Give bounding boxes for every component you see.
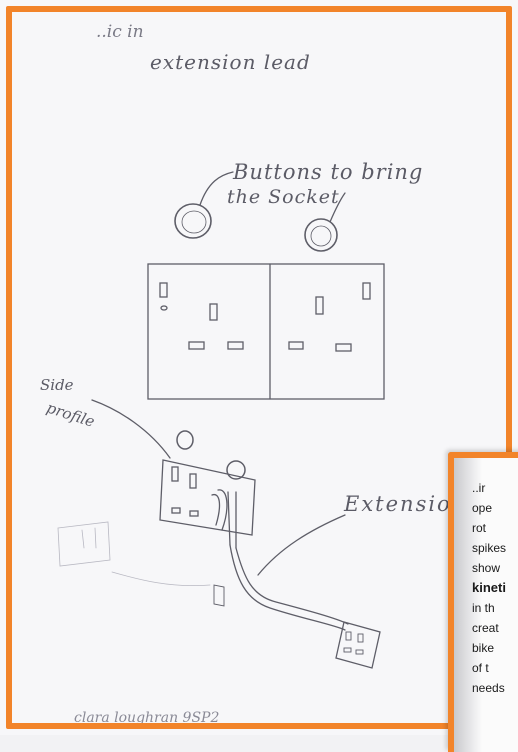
orange-frame bbox=[6, 6, 512, 729]
sheet2-line: ope bbox=[472, 498, 506, 518]
second-sheet-text: ..ir ope rot spikes show kineti in th cr… bbox=[472, 478, 506, 698]
sheet2-line: rot bbox=[472, 518, 506, 538]
sheet2-line: ..ir bbox=[472, 478, 506, 498]
second-sheet: ..ir ope rot spikes show kineti in th cr… bbox=[448, 452, 518, 752]
sheet2-line: needs bbox=[472, 678, 506, 698]
sheet2-line: of t bbox=[472, 658, 506, 678]
sheet2-line: bike bbox=[472, 638, 506, 658]
sheet2-line: spikes bbox=[472, 538, 506, 558]
paper-sheet: ..ic in extension lead Buttons to bring … bbox=[0, 0, 518, 735]
sheet2-line: kineti bbox=[472, 578, 506, 598]
sheet2-line: show bbox=[472, 558, 506, 578]
sheet2-line: in th bbox=[472, 598, 506, 618]
sheet2-line: creat bbox=[472, 618, 506, 638]
